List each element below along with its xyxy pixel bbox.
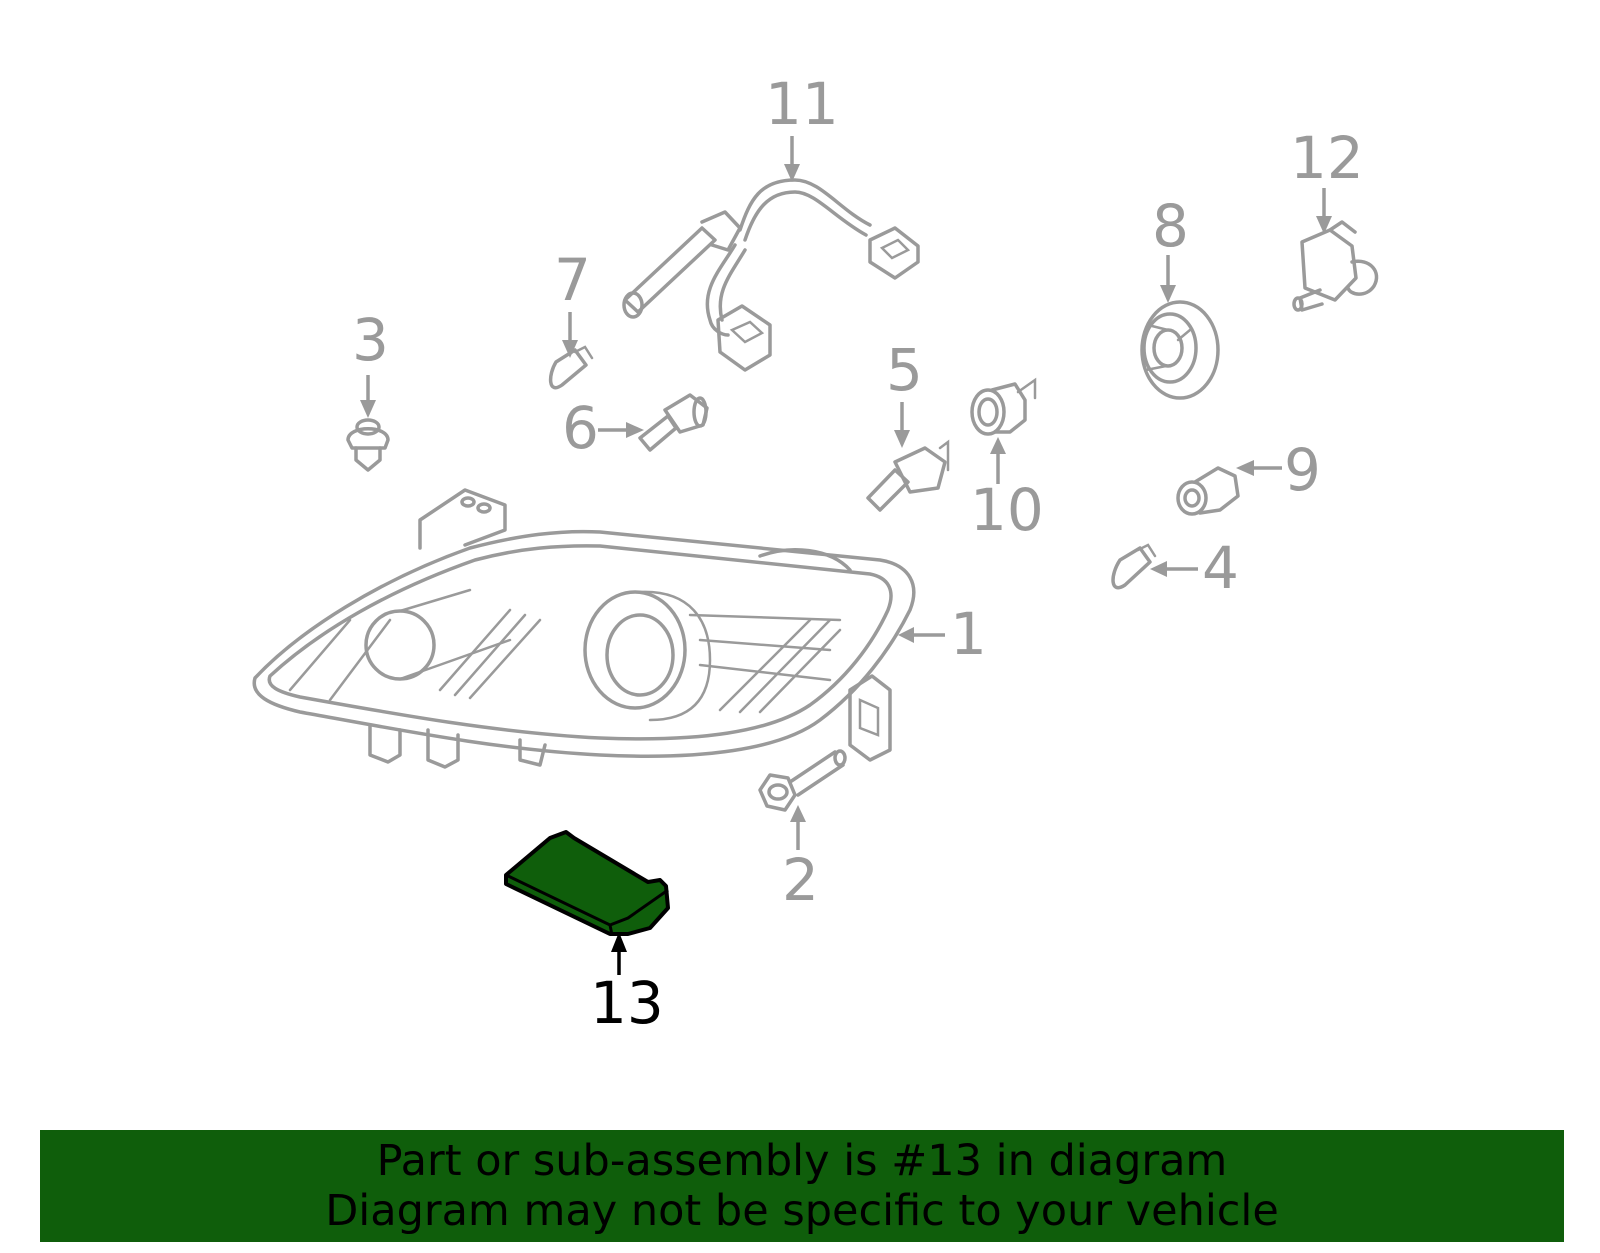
banner-line-1: Part or sub-assembly is #13 in diagram <box>376 1136 1228 1186</box>
actuator-12-part[interactable] <box>1292 220 1379 312</box>
headlamp-assembly-part[interactable] <box>252 488 916 769</box>
cap-ring-8-part[interactable] <box>1140 300 1220 400</box>
socket-10-part[interactable] <box>970 377 1037 436</box>
callout-4: 4 <box>1202 534 1239 602</box>
module-13-part-highlighted[interactable] <box>504 830 670 936</box>
info-banner: Part or sub-assembly is #13 in diagram D… <box>40 1130 1564 1242</box>
callout-labels: 1 2 3 4 5 6 7 8 9 10 11 12 13 <box>352 70 1364 1037</box>
callout-11: 11 <box>765 70 839 138</box>
callout-7: 7 <box>554 246 591 314</box>
bulb-6-part[interactable] <box>638 393 709 452</box>
callout-6: 6 <box>562 394 599 462</box>
leader-arrows <box>360 136 1332 975</box>
bolt-part[interactable] <box>758 749 847 812</box>
callout-2: 2 <box>782 846 819 914</box>
callout-9: 9 <box>1284 436 1321 504</box>
banner-line-2: Diagram may not be specific to your vehi… <box>325 1186 1279 1236</box>
callout-12: 12 <box>1290 124 1364 192</box>
clip-part[interactable] <box>346 418 390 472</box>
small-bulb-4-part[interactable] <box>1111 543 1157 590</box>
bulb-socket-5-part[interactable] <box>866 439 950 512</box>
socket-9-part[interactable] <box>1176 466 1240 516</box>
callout-13: 13 <box>590 969 664 1037</box>
callout-3: 3 <box>352 306 389 374</box>
wiring-harness-part[interactable] <box>622 178 920 372</box>
callout-10: 10 <box>970 476 1044 544</box>
callout-1: 1 <box>950 600 987 668</box>
callout-8: 8 <box>1152 192 1189 260</box>
callout-5: 5 <box>886 336 923 404</box>
